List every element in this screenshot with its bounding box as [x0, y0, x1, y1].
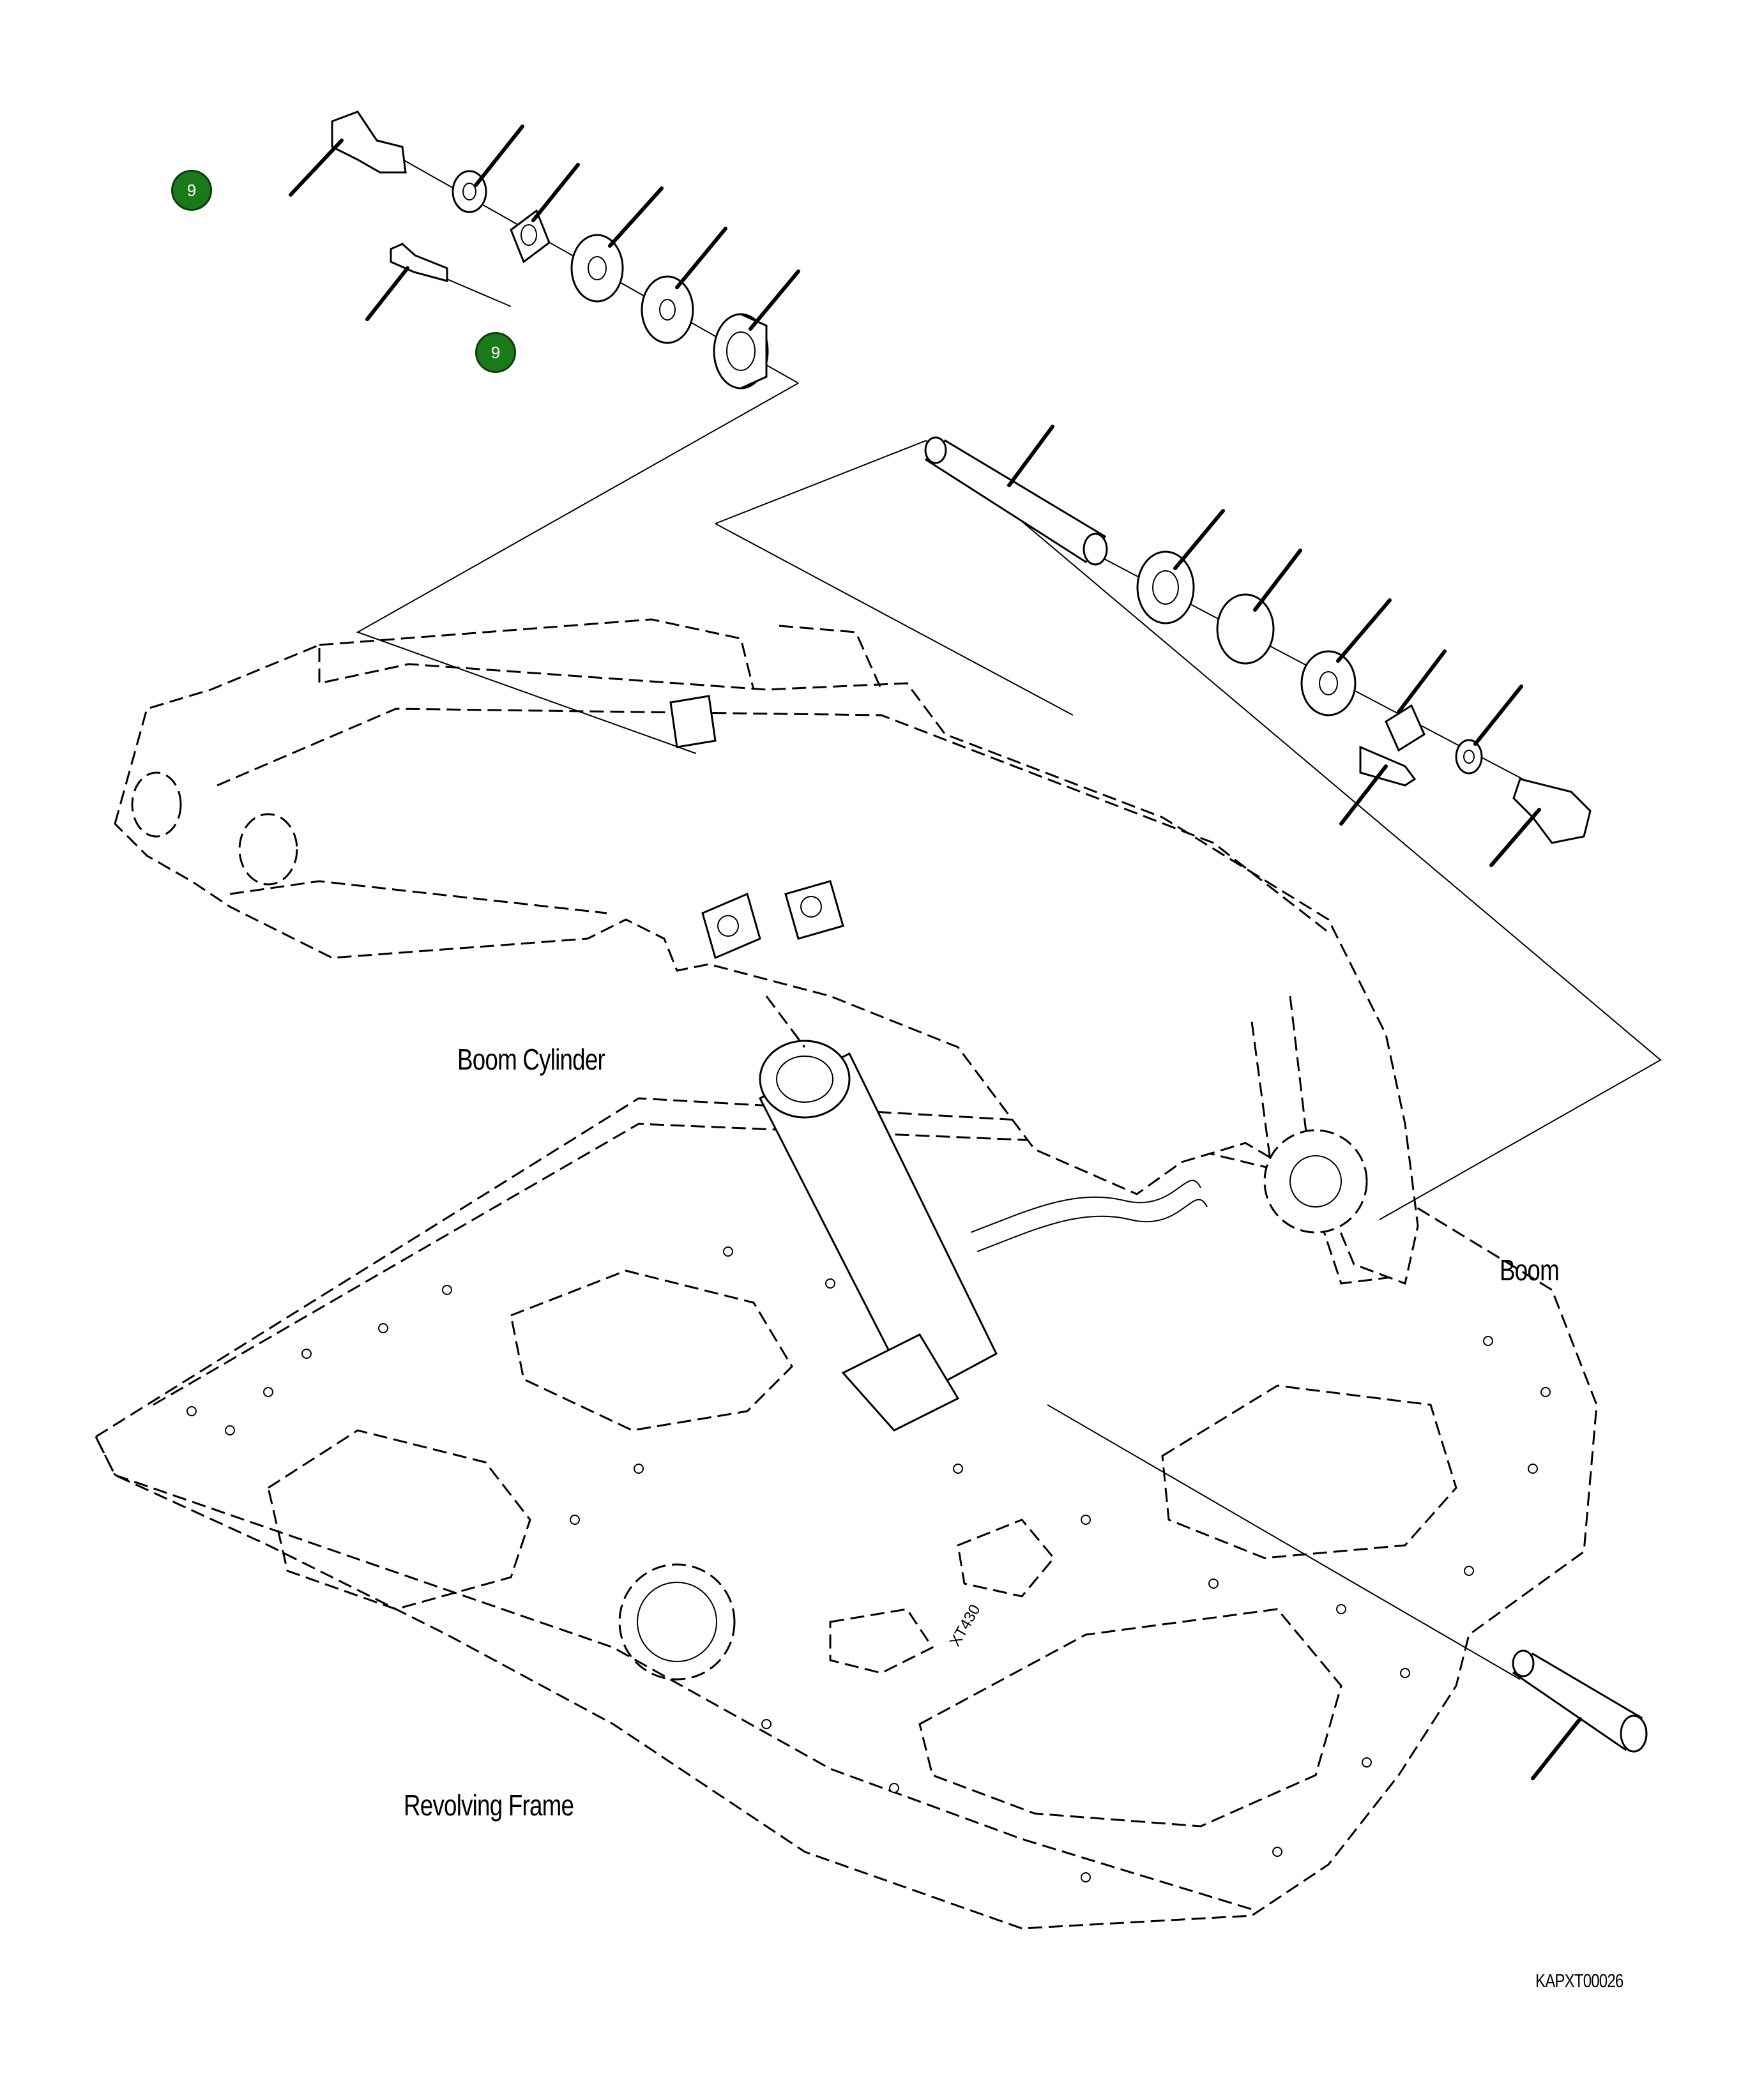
- leader-line: [675, 227, 727, 289]
- leader-line: [1531, 1717, 1582, 1780]
- leader-lines: [289, 125, 1582, 1780]
- leader-line: [365, 266, 409, 321]
- frame-marking: XT430: [947, 1601, 984, 1649]
- leader-line: [1397, 649, 1447, 714]
- leader-line: [474, 125, 524, 187]
- upper-pin-assembly: [331, 110, 799, 754]
- leader-line: [1489, 808, 1541, 867]
- leader-line: [1173, 509, 1225, 570]
- frame-bolt-holes: [186, 1246, 1551, 1882]
- boom-cylinder: [758, 996, 1208, 1432]
- leader-line: [1336, 598, 1392, 663]
- callout-badge[interactable]: 9: [475, 332, 516, 373]
- middle-pin-assembly: [715, 436, 1662, 1220]
- drawing-code: KAPXT00026: [1535, 1971, 1623, 1992]
- boom-cylinder-label: Boom Cylinder: [457, 1043, 605, 1076]
- lower-pin: [1047, 1404, 1648, 1753]
- leader-line: [289, 139, 344, 197]
- revolving-frame-label: Revolving Frame: [404, 1789, 574, 1822]
- leader-line: [1339, 764, 1388, 826]
- leader-line: [1007, 425, 1054, 487]
- boom-label: Boom: [1500, 1253, 1560, 1287]
- leader-line: [1253, 549, 1302, 612]
- leader-line: [608, 186, 664, 248]
- boom: [114, 618, 1419, 1285]
- leader-line: [531, 163, 580, 222]
- leader-line: [749, 269, 800, 331]
- callout-badge[interactable]: 9: [171, 170, 212, 211]
- leader-line: [1473, 685, 1523, 746]
